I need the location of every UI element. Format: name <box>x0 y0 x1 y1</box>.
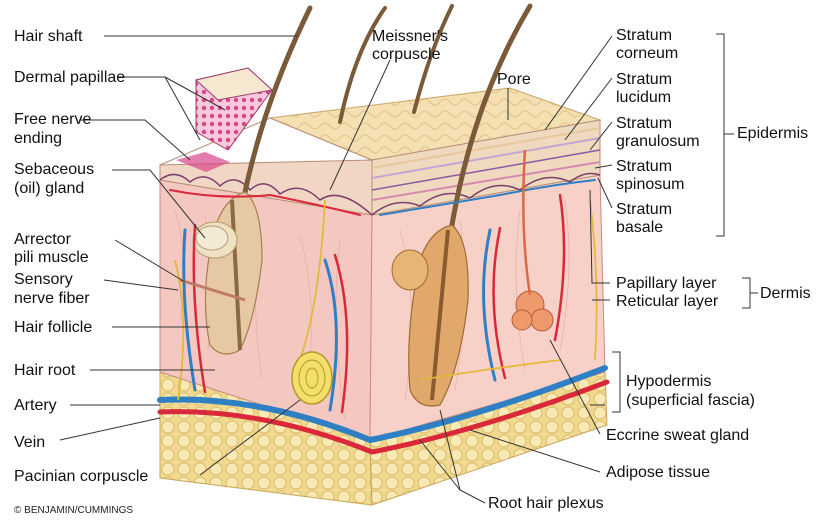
label-arrector-pili-1: Arrector <box>14 230 71 249</box>
label-dermal-papillae: Dermal papillae <box>14 68 125 87</box>
label-adipose-tissue: Adipose tissue <box>606 463 710 482</box>
label-stratum-lucidum-2: lucidum <box>616 88 671 107</box>
label-stratum-lucidum-1: Stratum <box>616 70 672 89</box>
label-free-nerve-ending-1: Free nerve <box>14 110 91 129</box>
label-hypodermis-1: Hypodermis <box>626 372 711 391</box>
label-sebaceous-gland-1: Sebaceous <box>14 160 94 179</box>
label-arrector-pili-2: pili muscle <box>14 248 89 267</box>
label-sensory-nerve-2: nerve fiber <box>14 289 90 308</box>
label-vein: Vein <box>14 433 45 452</box>
label-stratum-spinosum-1: Stratum <box>616 157 672 176</box>
dermal-papillae-inset <box>176 68 272 172</box>
label-stratum-granulosum-1: Stratum <box>616 114 672 133</box>
label-root-hair-plexus: Root hair plexus <box>488 494 604 513</box>
label-sensory-nerve-1: Sensory <box>14 270 73 289</box>
label-dermis: Dermis <box>760 284 811 303</box>
label-pore: Pore <box>497 70 531 89</box>
label-reticular-layer: Reticular layer <box>616 292 718 311</box>
label-stratum-basale-2: basale <box>616 218 663 237</box>
label-epidermis: Epidermis <box>737 124 808 143</box>
label-stratum-basale-1: Stratum <box>616 200 672 219</box>
label-meissners-corpuscle-1: Meissner's <box>372 27 448 46</box>
label-pacinian-corpuscle: Pacinian corpuscle <box>14 467 148 486</box>
copyright-credit: © BENJAMIN/CUMMINGS <box>14 505 133 516</box>
pacinian-corpuscle <box>292 352 332 404</box>
label-stratum-granulosum-2: granulosum <box>616 132 700 151</box>
label-hair-root: Hair root <box>14 361 75 380</box>
label-hair-shaft: Hair shaft <box>14 27 82 46</box>
label-meissners-corpuscle-2: corpuscle <box>372 45 440 64</box>
label-stratum-corneum-2: corneum <box>616 44 678 63</box>
label-papillary-layer: Papillary layer <box>616 274 716 293</box>
label-hypodermis-2: (superficial fascia) <box>626 391 755 410</box>
label-stratum-spinosum-2: spinosum <box>616 175 684 194</box>
label-hair-follicle: Hair follicle <box>14 318 92 337</box>
label-free-nerve-ending-2: ending <box>14 129 62 148</box>
label-eccrine-sweat-gland: Eccrine sweat gland <box>606 426 749 445</box>
label-stratum-corneum-1: Stratum <box>616 26 672 45</box>
label-artery: Artery <box>14 396 57 415</box>
label-sebaceous-gland-2: (oil) gland <box>14 179 84 198</box>
